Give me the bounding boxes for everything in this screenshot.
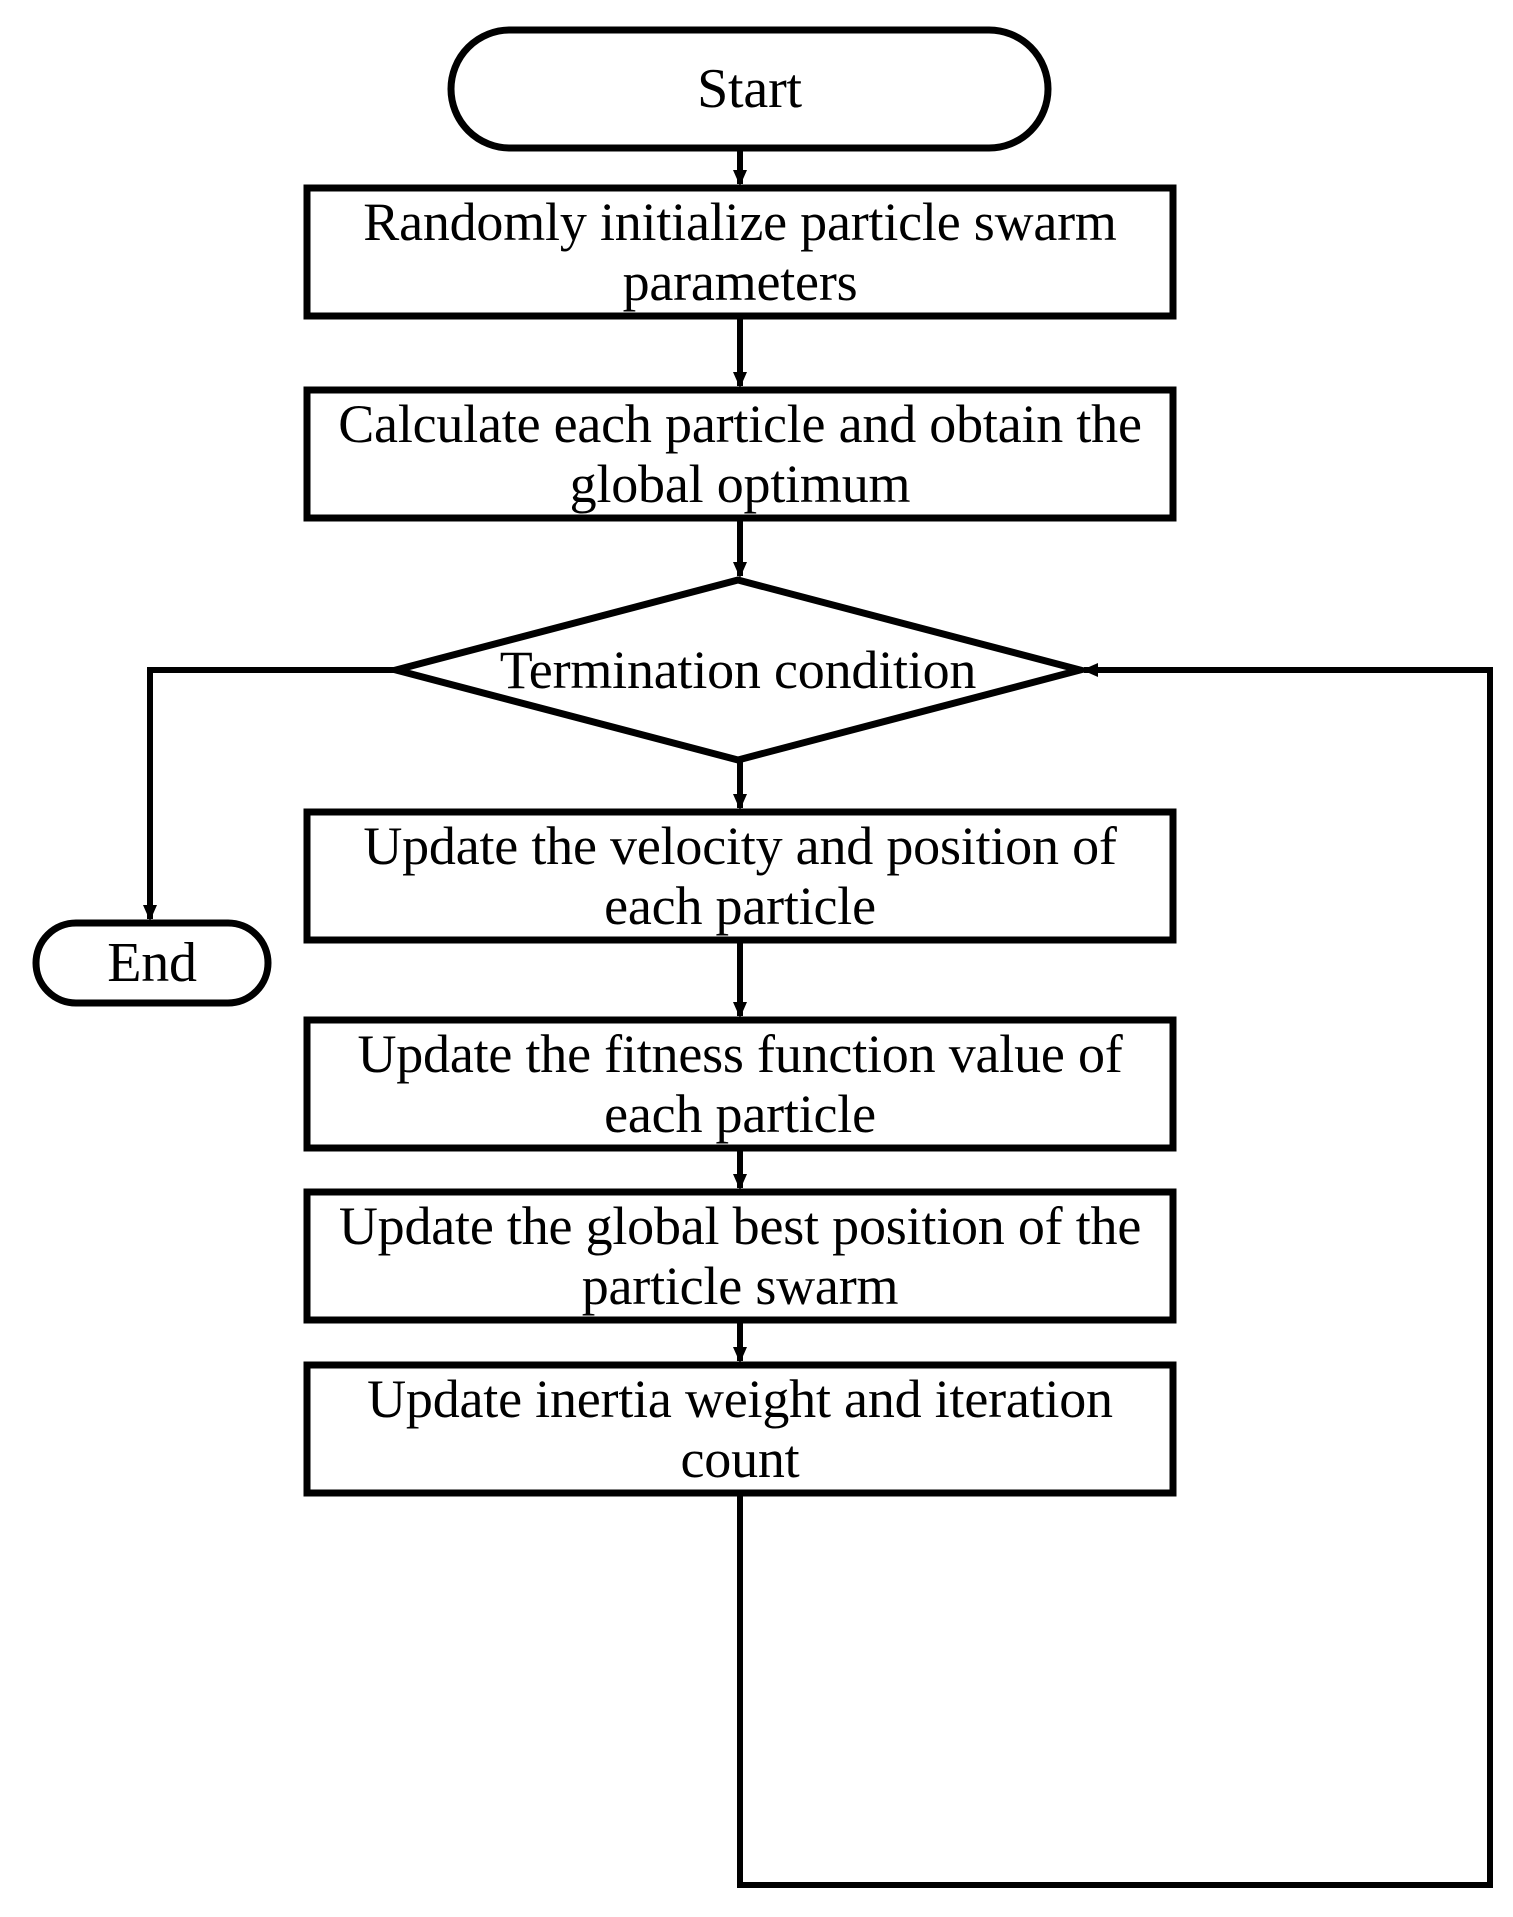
end-node-shape[interactable] — [32, 919, 272, 1007]
calculate-node-shape[interactable] — [303, 386, 1177, 522]
edge-update-inertia-to-decision — [737, 663, 1493, 1888]
init-node-shape[interactable] — [303, 184, 1177, 320]
update-velocity-node-shape[interactable] — [303, 808, 1177, 944]
decision-node-shape[interactable] — [382, 576, 1094, 764]
update-fitness-node-shape[interactable] — [303, 1016, 1177, 1152]
edge-decision-to-end — [143, 667, 396, 921]
update-inertia-node-shape[interactable] — [303, 1361, 1177, 1497]
update-global-best-node-shape[interactable] — [303, 1188, 1177, 1324]
start-node-shape[interactable] — [447, 26, 1052, 152]
